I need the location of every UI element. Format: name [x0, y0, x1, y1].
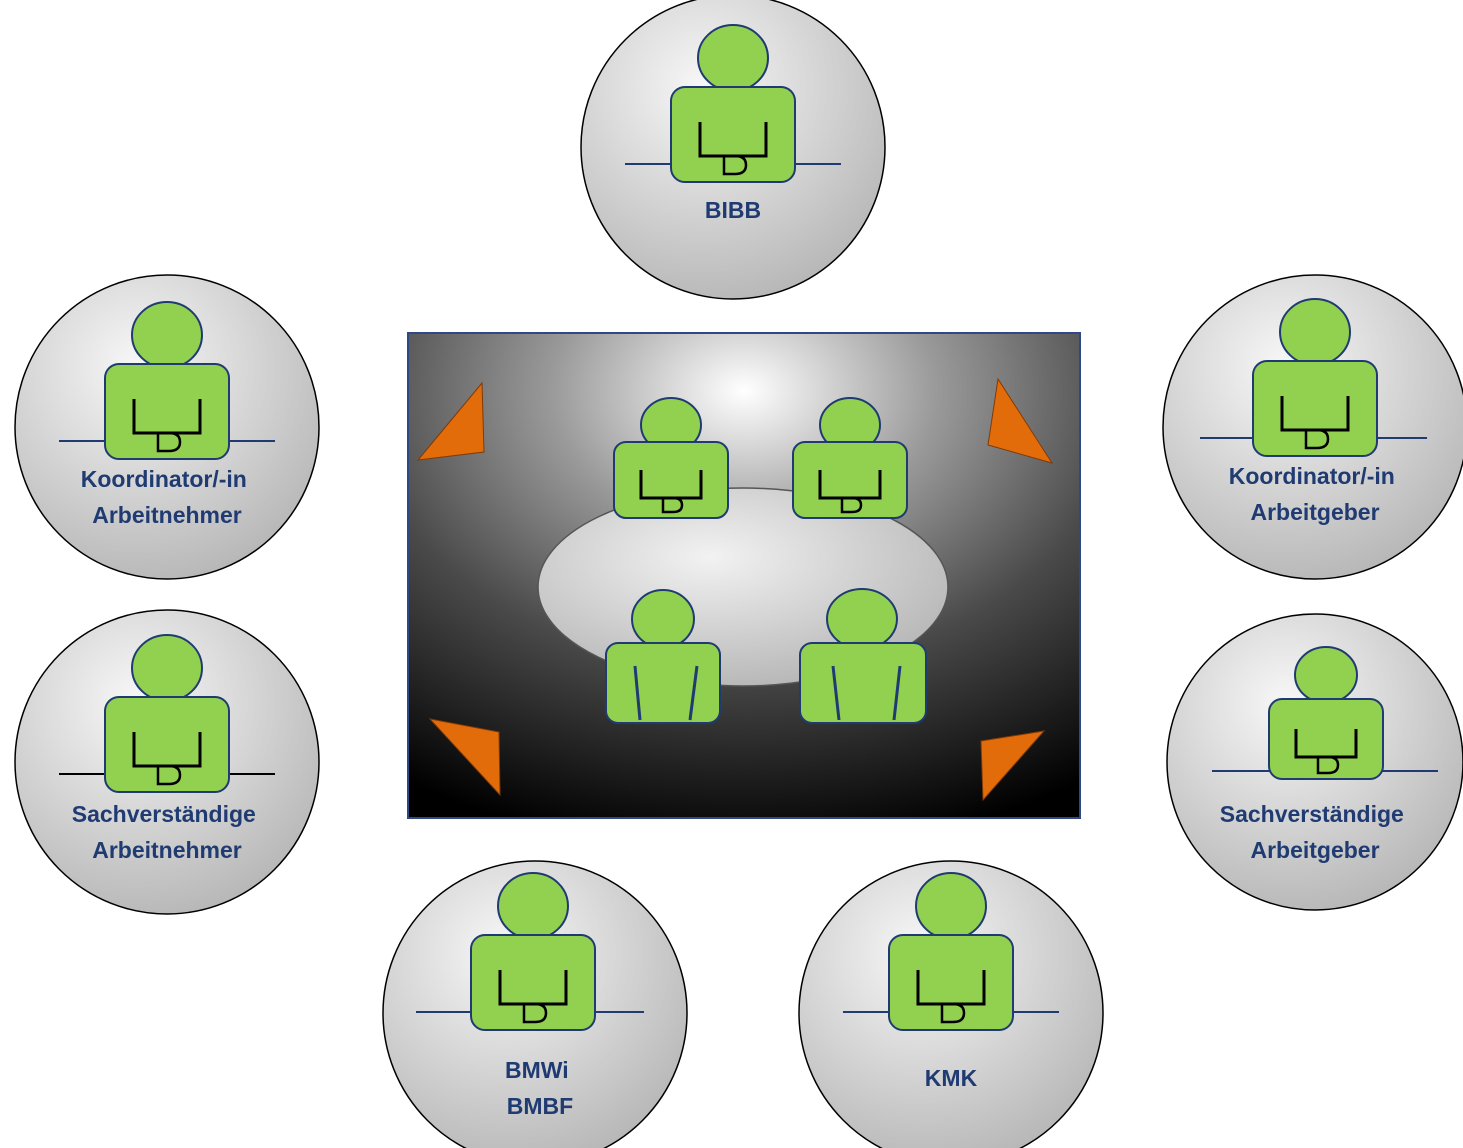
participant-label-line-2: Arbeitnehmer [92, 502, 242, 528]
participant-label-line-2: Arbeitgeber [1250, 499, 1379, 525]
participant-label-line-1: BMWi [505, 1057, 569, 1083]
participant-label-line-1: Koordinator/-in [81, 466, 247, 492]
participant-bmwi-bmbf: BMWi BMBF [382, 860, 688, 1148]
person-at-desk-icon [416, 872, 644, 1031]
spotlight-icon [416, 381, 485, 461]
person-at-desk-icon [792, 397, 908, 519]
svg-text:BMWi BMBF: BMWi BMBF [505, 1057, 575, 1119]
svg-text:KMK: KMK [925, 1065, 978, 1091]
person-at-desk-icon [613, 397, 729, 519]
participant-sachverstaendige-arbeitgeber: Sachverständige Arbeitgeber [1166, 613, 1463, 911]
person-from-behind-icon [799, 588, 927, 724]
person-at-desk-icon [1212, 646, 1438, 780]
spotlight-icon [980, 730, 1046, 802]
person-at-desk-icon [1200, 298, 1427, 457]
svg-text:Koordinator/-in Arbeitne: Koordinator/-in Arbeitnehmer [81, 466, 253, 528]
participant-label-line-1: Sachverständige [72, 801, 256, 827]
participant-label-line-1: Sachverständige [1220, 801, 1404, 827]
participant-label: BIBB [705, 197, 761, 223]
participant-label-line-2: Arbeitnehmer [92, 837, 242, 863]
participant-label-line-2: Arbeitgeber [1250, 837, 1379, 863]
participant-label: KMK [925, 1065, 978, 1091]
participant-koordinator-arbeitgeber: Koordinator/-in Arbeitgeber [1162, 274, 1463, 580]
participant-label-line-1: Koordinator/-in [1229, 463, 1395, 489]
participant-sachverstaendige-arbeitnehmer: Sachverständige Arbeitnehmer [14, 609, 320, 915]
meeting-room [407, 332, 1081, 819]
svg-text:Sachverständige Arbeitne: Sachverständige Arbeitnehmer [72, 801, 262, 863]
participant-bibb: BIBB [580, 0, 886, 300]
participant-kmk: KMK [798, 860, 1104, 1148]
spotlight-icon [987, 377, 1054, 464]
person-at-desk-icon [59, 301, 275, 460]
person-at-desk-icon [843, 872, 1059, 1031]
person-from-behind-icon [605, 589, 721, 724]
person-at-desk-icon [625, 24, 841, 183]
participant-label-line-2: BMBF [507, 1093, 573, 1119]
svg-text:BIBB: BIBB [705, 197, 761, 223]
svg-text:Koordinator/-in Arbeitge: Koordinator/-in Arbeitgeber [1229, 463, 1401, 525]
svg-text:Sachverständige Arbeitge: Sachverständige Arbeitgeber [1220, 801, 1410, 863]
spotlight-icon [428, 718, 501, 797]
person-at-desk-icon [59, 634, 275, 793]
participant-koordinator-arbeitnehmer: Koordinator/-in Arbeitnehmer [14, 274, 320, 580]
